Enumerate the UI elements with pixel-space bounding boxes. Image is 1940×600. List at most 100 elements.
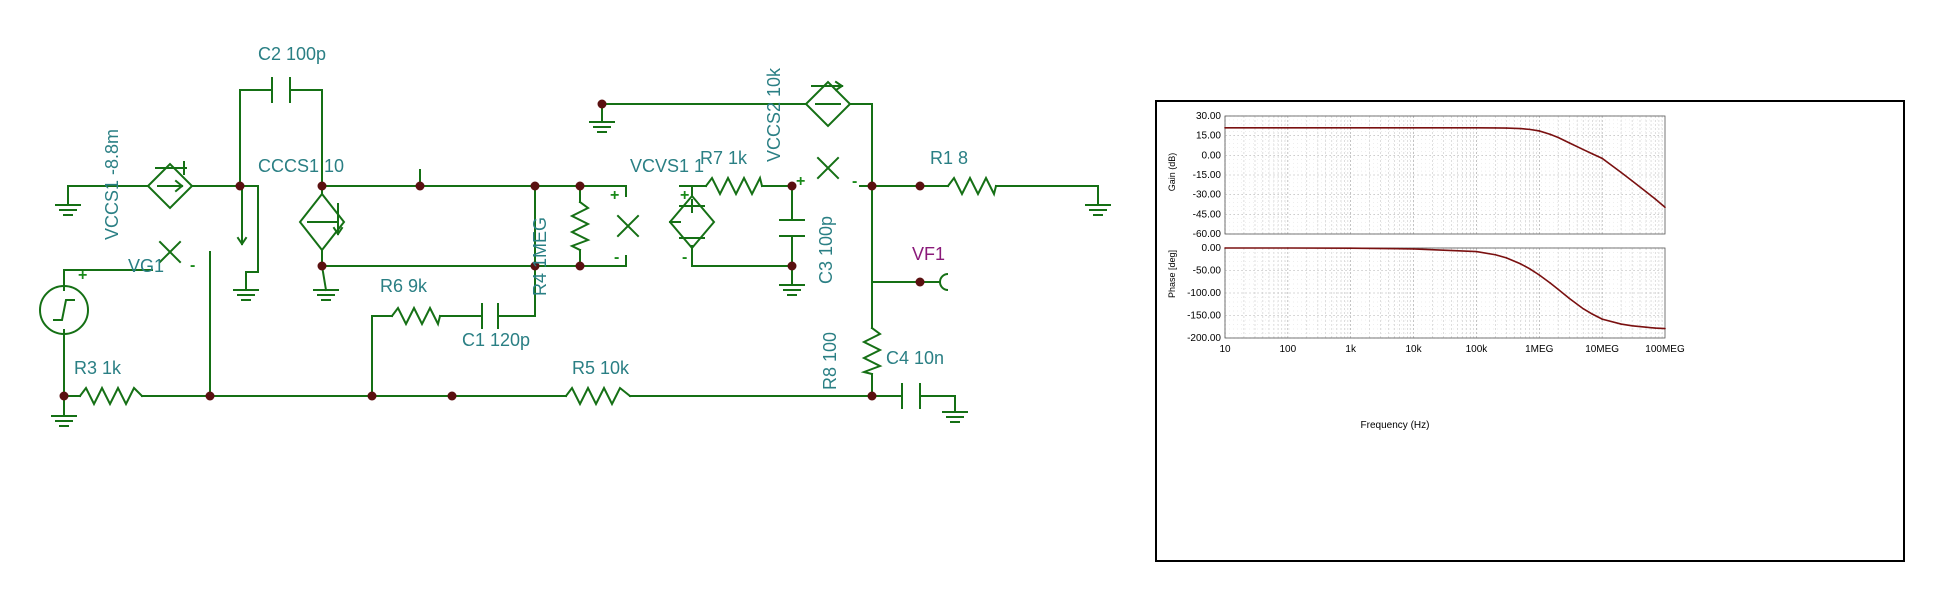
gain-y-tick-label: 0.00 — [1202, 150, 1222, 161]
gain-data-point — [1557, 136, 1560, 139]
label-c3: C3 100p — [816, 216, 836, 284]
gain-data-point — [1538, 130, 1541, 132]
phase-y-tick-label: 0.00 — [1202, 243, 1222, 254]
gain-data-point — [1645, 190, 1647, 193]
phase-data-point — [1645, 326, 1647, 328]
frame-layer — [1224, 115, 1666, 339]
phase-data-point — [1224, 247, 1226, 249]
x-tick-label: 100MEG — [1645, 344, 1685, 355]
vccs1-minus-pin: - — [190, 257, 195, 274]
x-tick-label: 1k — [1345, 344, 1357, 355]
resistor-r4 — [569, 200, 591, 252]
cccs1-source — [236, 189, 346, 252]
label-vccs1: VCCS1 -8.8m — [102, 129, 122, 240]
gain-data-point — [1549, 133, 1552, 136]
phase-data-point — [1519, 262, 1522, 265]
capacitor-c2 — [271, 77, 291, 103]
source-vg1 — [39, 285, 89, 335]
resistor-r5 — [564, 385, 632, 407]
label-vg1: VG1 — [128, 256, 164, 276]
gain-data-point — [1664, 206, 1666, 209]
gain-data-point — [1412, 127, 1415, 129]
gain-data-point — [1519, 127, 1522, 130]
gain-data-point — [1631, 180, 1633, 182]
vccs2-sense-minus-pin: - — [852, 173, 857, 190]
gain-y-tick-label: -30.00 — [1193, 190, 1222, 201]
gain-data-point — [1494, 127, 1497, 129]
gain-plot-frame — [1224, 115, 1666, 235]
x-tick-label: 100k — [1466, 344, 1489, 355]
label-r3: R3 1k — [74, 358, 122, 378]
capacitor-c1 — [481, 303, 499, 329]
resistor-r1 — [946, 175, 998, 197]
cccs1-sense-arrow — [332, 203, 344, 236]
label-r8: R8 100 — [820, 332, 840, 390]
x-tick-label: 10MEG — [1585, 344, 1619, 355]
label-vf1: VF1 — [912, 244, 945, 264]
resistor-r7 — [704, 175, 764, 197]
gain-data-point — [1287, 127, 1289, 129]
label-r4: R4 1MEG — [530, 217, 550, 296]
phase-data-point — [1475, 250, 1478, 253]
vcvs1-sense-plus-pin: + — [610, 187, 619, 204]
gain-y-tick-label: 15.00 — [1196, 131, 1221, 142]
vcvs1-out-minus-pin: - — [682, 249, 687, 266]
vcvs1-out-plus-pin: + — [680, 187, 689, 204]
phase-y-tick-label: -200.00 — [1187, 333, 1221, 344]
gain-data-point — [1568, 142, 1571, 144]
label-vccs2: VCCS2 10k — [764, 67, 784, 162]
gain-data-point — [1528, 128, 1531, 131]
gain-data-point — [1505, 127, 1508, 129]
gain-data-point — [1349, 127, 1352, 129]
gain-y-tick-label: -15.00 — [1193, 170, 1222, 181]
phase-data-point — [1654, 327, 1657, 329]
grid-layer — [1224, 115, 1665, 339]
gain-data-point — [1620, 171, 1622, 174]
probe-vf1 — [939, 273, 949, 291]
phase-data-point — [1591, 313, 1594, 315]
curve-layer — [1224, 127, 1666, 330]
phase-data-point — [1349, 247, 1352, 250]
phase-data-point — [1494, 253, 1497, 256]
vccs2-sense-plus-pin: + — [796, 173, 805, 190]
resistor-r6 — [390, 305, 442, 327]
phase-data-point — [1568, 297, 1571, 300]
vccs1-source — [146, 161, 194, 264]
vccs2-source — [804, 80, 852, 180]
x-tick-label: 1MEG — [1525, 344, 1554, 355]
schematic: + - + - + - + - C2 100p CCCS1 10 VCCS1 -… — [39, 44, 1111, 427]
gain-data-point — [1601, 157, 1603, 160]
vcvs1-sense — [616, 185, 640, 267]
x-tick-label: 10 — [1219, 344, 1231, 355]
phase-data-point — [1538, 274, 1541, 276]
vg1-plus-pin: + — [78, 267, 87, 284]
label-c1: C1 120p — [462, 330, 530, 350]
phase-data-point — [1582, 307, 1585, 310]
gain-data-point — [1475, 127, 1478, 129]
phase-plot-frame — [1224, 247, 1666, 339]
gain-y-tick-label: 30.00 — [1196, 111, 1221, 122]
x-axis-label: Frequency (Hz) — [1361, 420, 1430, 431]
gain-data-point — [1591, 153, 1594, 155]
phase-y-tick-label: -100.00 — [1187, 288, 1221, 299]
gain-data-point — [1582, 148, 1585, 151]
label-r1: R1 8 — [930, 148, 968, 168]
label-r7: R7 1k — [700, 148, 748, 168]
vcvs1-source — [668, 194, 716, 250]
gain-data-point — [1654, 198, 1657, 200]
gain-y-tick-label: -45.00 — [1193, 209, 1222, 220]
label-r6: R6 9k — [380, 276, 428, 296]
phase-y-tick-label: -50.00 — [1193, 266, 1222, 277]
phase-data-point — [1412, 248, 1415, 250]
phase-data-point — [1549, 282, 1552, 284]
x-tick-label: 10k — [1406, 344, 1423, 355]
phase-data-point — [1601, 318, 1603, 320]
capacitor-c4 — [901, 383, 921, 409]
phase-y-tick-label: -150.00 — [1187, 311, 1221, 322]
phase-data-point — [1528, 267, 1531, 270]
resistor-r3 — [78, 385, 144, 407]
label-c4: C4 10n — [886, 348, 944, 368]
phase-data-point — [1631, 325, 1633, 327]
label-vcvs1: VCVS1 1 — [630, 156, 704, 176]
